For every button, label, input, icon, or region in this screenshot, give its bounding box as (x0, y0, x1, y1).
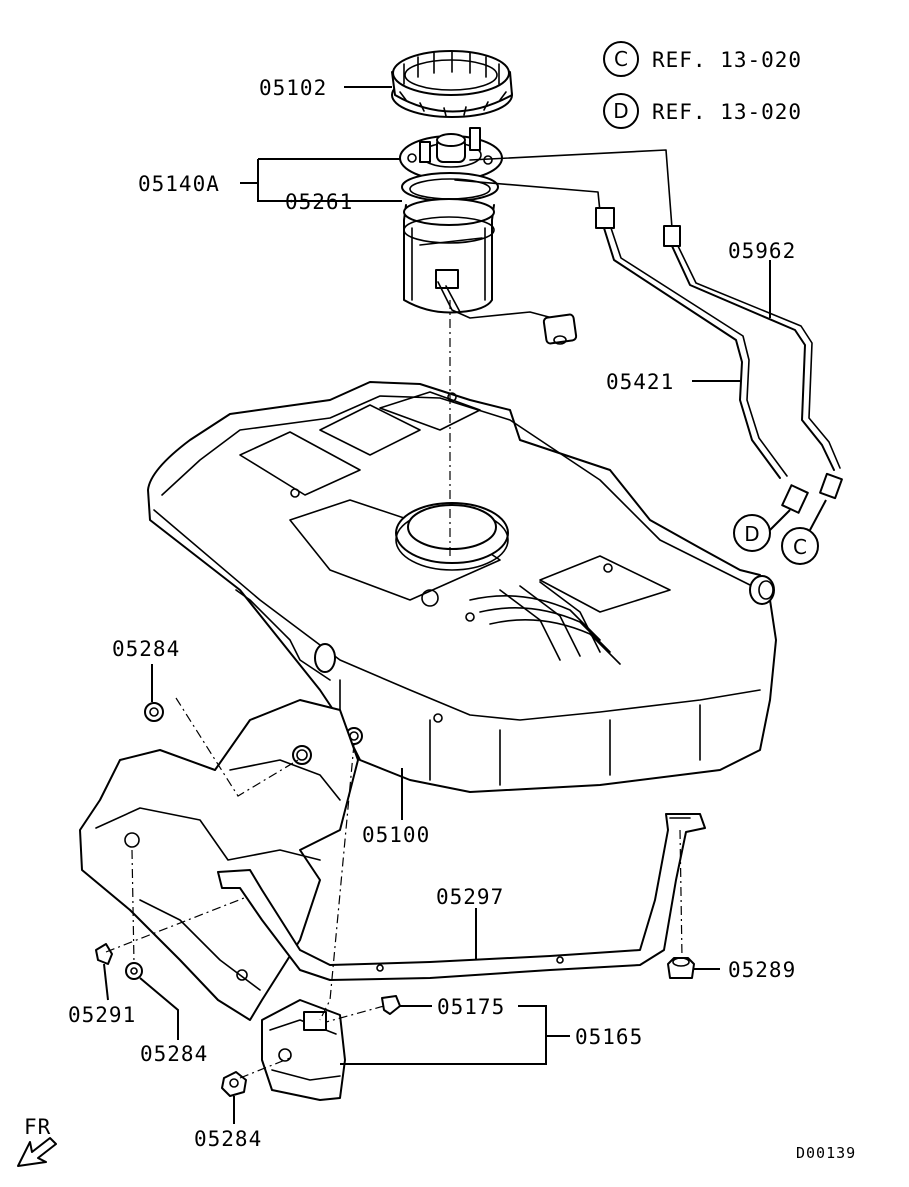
front-direction-indicator: FR (17, 1115, 57, 1167)
fuel-pump-module-part (399, 127, 673, 345)
leader-05140A (240, 158, 400, 202)
reference-d-letter: D (613, 99, 628, 123)
label-05289: 05289 (728, 958, 796, 982)
label-05102: 05102 (259, 76, 327, 100)
label-05165: 05165 (575, 1025, 643, 1049)
clip-05175 (381, 995, 401, 1015)
label-05261: 05261 (285, 190, 353, 214)
grommet-05284-top (144, 702, 164, 722)
label-05297: 05297 (436, 885, 504, 909)
leader-05291 (103, 963, 109, 1001)
reference-d-text: REF. 13-020 (652, 100, 802, 124)
reference-c: C REF. 13-020 (603, 41, 802, 77)
lock-ring-part (391, 50, 513, 118)
reference-c-letter: C (614, 47, 628, 71)
label-05962: 05962 (728, 239, 796, 263)
front-label: FR (24, 1115, 51, 1139)
front-arrow-icon (17, 1137, 57, 1167)
reference-c-circle (603, 41, 639, 77)
fuel-line-05962 (663, 225, 843, 500)
fuel-tank-part (147, 381, 777, 793)
leader-05284-mid (139, 977, 179, 1040)
label-05100: 05100 (362, 823, 430, 847)
tank-strap-part (217, 813, 706, 981)
marker-c-letter: C (793, 535, 807, 559)
grommet-05284-mid (125, 962, 143, 980)
marker-c: C (781, 499, 827, 565)
leader-05165 (340, 1005, 570, 1065)
reference-d: D REF. 13-020 (603, 93, 802, 129)
tank-bracket-part (261, 999, 346, 1101)
label-05421: 05421 (606, 370, 674, 394)
label-05140A: 05140A (138, 172, 220, 196)
marker-d-letter: D (744, 522, 759, 546)
grommet-05289 (667, 957, 695, 979)
label-05284-bottom: 05284 (194, 1127, 262, 1151)
fuel-line-05421 (595, 207, 809, 514)
clip-05291 (95, 943, 113, 965)
label-05284-mid: 05284 (140, 1042, 208, 1066)
label-05291: 05291 (68, 1003, 136, 1027)
bolt-05284-bottom (221, 1071, 247, 1097)
diagram-code: D00139 (796, 1144, 856, 1162)
reference-c-text: REF. 13-020 (652, 48, 802, 72)
reference-d-circle (603, 93, 639, 129)
label-05284-top: 05284 (112, 637, 180, 661)
marker-d: D (733, 509, 791, 552)
label-05175: 05175 (437, 995, 505, 1019)
